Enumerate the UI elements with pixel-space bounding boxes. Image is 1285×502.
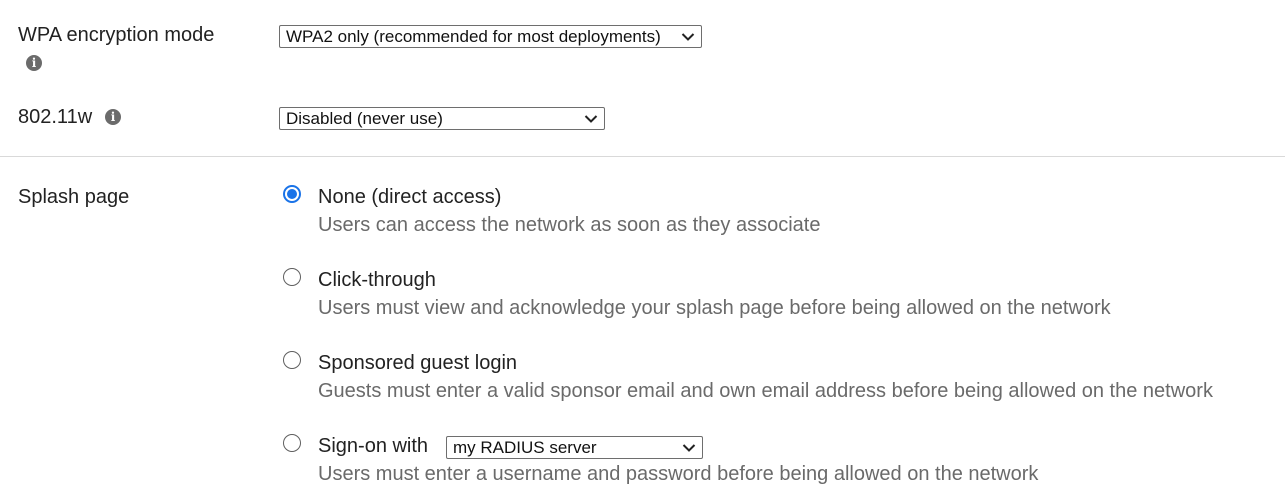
splash-radio-sponsored-guest[interactable] — [283, 351, 301, 369]
section-divider — [0, 156, 1285, 157]
splash-option-title: Click-through — [318, 269, 436, 291]
splash-option-desc: Users can access the network as soon as … — [318, 214, 821, 236]
wpa-encryption-select[interactable]: WPA2 only (recommended for most deployme… — [279, 25, 702, 48]
splash-option-desc: Users must view and acknowledge your spl… — [318, 297, 1111, 319]
pmf-label: 802.11w — [18, 106, 93, 128]
splash-option-title: None (direct access) — [318, 186, 502, 208]
info-icon[interactable]: i — [105, 109, 121, 125]
splash-option-desc: Guests must enter a valid sponsor email … — [318, 380, 1213, 402]
chevron-down-icon — [584, 114, 598, 123]
wpa-encryption-label: WPA encryption mode — [18, 24, 215, 46]
radius-server-select[interactable]: my RADIUS server — [446, 436, 703, 459]
splash-option-title: Sponsored guest login — [318, 352, 518, 374]
splash-option-desc: Users must enter a username and password… — [318, 463, 1039, 485]
info-icon[interactable]: i — [26, 55, 42, 71]
pmf-value: Disabled (never use) — [286, 108, 443, 128]
splash-radio-sign-on[interactable] — [283, 434, 301, 452]
pmf-select[interactable]: Disabled (never use) — [279, 107, 605, 130]
wpa-encryption-value: WPA2 only (recommended for most deployme… — [286, 26, 661, 46]
splash-option-title: Sign-on with — [318, 435, 429, 457]
chevron-down-icon — [681, 32, 695, 41]
chevron-down-icon — [682, 443, 696, 452]
radius-server-value: my RADIUS server — [453, 437, 597, 457]
splash-page-label: Splash page — [18, 186, 130, 208]
splash-radio-none[interactable] — [283, 185, 301, 203]
splash-radio-click-through[interactable] — [283, 268, 301, 286]
